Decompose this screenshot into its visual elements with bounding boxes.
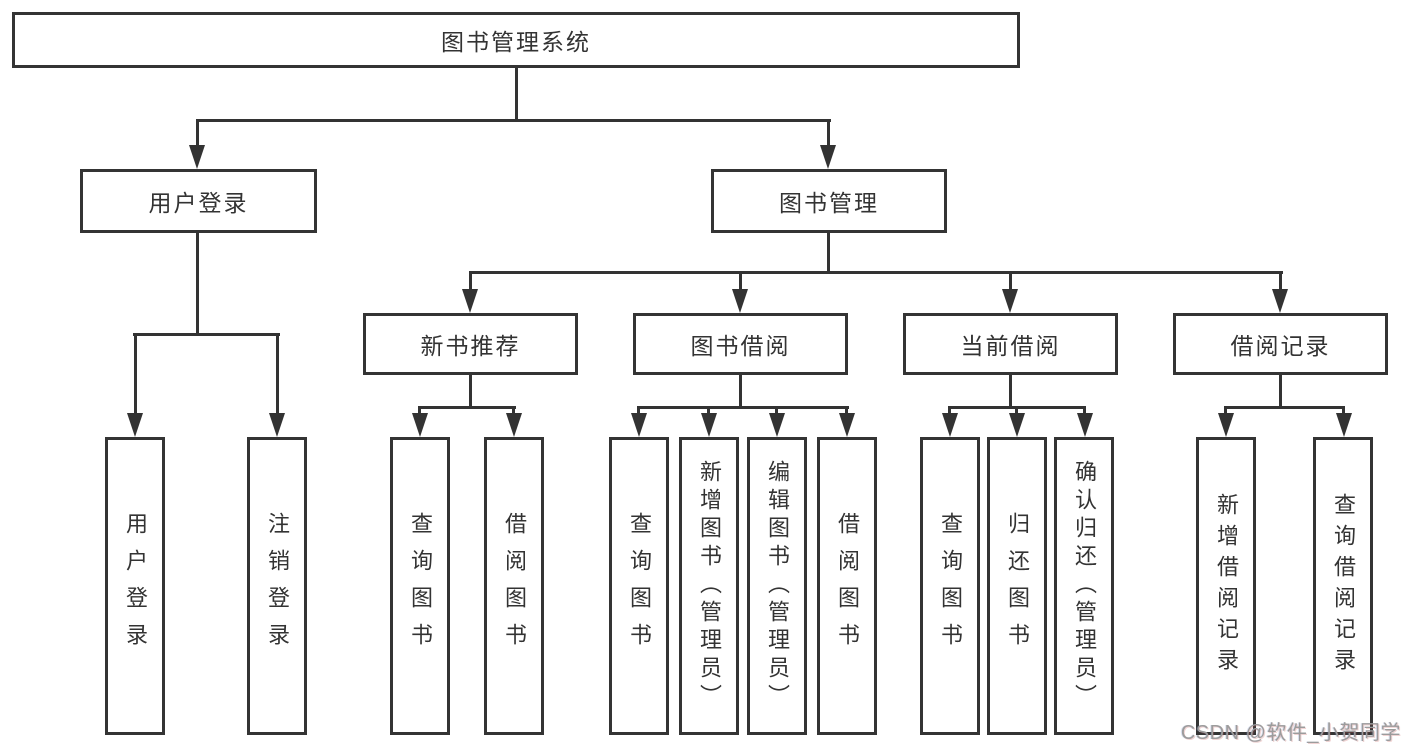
node-library-management-system: 图书管理系统 xyxy=(12,12,1020,68)
leaf-confirm-return-admin: 确认归还（管理员） xyxy=(1054,437,1114,735)
leaf-borrow-books: 借阅图书 xyxy=(817,437,877,735)
node-current-borrowing: 当前借阅 xyxy=(903,313,1118,375)
arrow-down-icon xyxy=(462,289,478,313)
arrow-down-icon xyxy=(839,413,855,437)
connector-drop-section xyxy=(1009,271,1012,292)
arrow-down-icon xyxy=(732,289,748,313)
leaf-add-borrow-record: 新增借阅记录 xyxy=(1196,437,1256,735)
leaf-add-books-admin: 新增图书（管理员） xyxy=(679,437,739,735)
arrow-down-icon xyxy=(631,413,647,437)
connector-section-stem xyxy=(1279,375,1282,408)
arrow-down-icon xyxy=(269,413,285,437)
leaf-user-login: 用户登录 xyxy=(105,437,165,735)
connector-drop-leaf xyxy=(1342,406,1345,418)
connector-user-login-stem xyxy=(196,233,199,335)
arrow-down-icon xyxy=(769,413,785,437)
connector-root-stem xyxy=(515,68,518,122)
connector-user-login-split xyxy=(133,333,280,336)
connector-drop-leaf xyxy=(637,406,640,418)
connector-section-stem xyxy=(1009,375,1012,408)
node-borrowing-records: 借阅记录 xyxy=(1173,313,1388,375)
connector-section-split xyxy=(1224,406,1345,409)
arrow-down-icon xyxy=(127,413,143,437)
csdn-watermark: CSDN @软件_小贺同学 xyxy=(1180,722,1401,744)
leaf-query-books-recommend: 查询图书 xyxy=(390,437,450,735)
connector-drop-leaf xyxy=(512,406,515,418)
arrow-down-icon xyxy=(1272,289,1288,313)
leaf-query-books-current: 查询图书 xyxy=(920,437,980,735)
connector-section-stem xyxy=(739,375,742,408)
node-new-book-recommendation: 新书推荐 xyxy=(363,313,578,375)
node-book-management: 图书管理 xyxy=(711,169,947,233)
connector-book-management-stem xyxy=(827,233,830,274)
leaf-return-books: 归还图书 xyxy=(987,437,1047,735)
connector-drop-leaf xyxy=(845,406,848,418)
connector-drop-leaf xyxy=(775,406,778,418)
connector-drop-book-management xyxy=(827,119,830,150)
arrow-down-icon xyxy=(820,145,836,169)
leaf-borrow-books-recommend: 借阅图书 xyxy=(484,437,544,735)
connector-drop-leaf xyxy=(1015,406,1018,418)
leaf-edit-books-admin: 编辑图书（管理员） xyxy=(747,437,807,735)
connector-section-stem xyxy=(469,375,472,408)
connector-drop-leaf xyxy=(707,406,710,418)
leaf-query-borrow-record: 查询借阅记录 xyxy=(1313,437,1373,735)
connector-drop-user-login xyxy=(196,119,199,150)
leaf-logout: 注销登录 xyxy=(247,437,307,735)
arrow-down-icon xyxy=(1077,413,1093,437)
connector-drop-leaf xyxy=(1224,406,1227,418)
connector-section-split xyxy=(418,406,516,409)
arrow-down-icon xyxy=(412,413,428,437)
connector-root-split xyxy=(196,119,831,122)
arrow-down-icon xyxy=(1218,413,1234,437)
connector-drop-leaf xyxy=(1083,406,1086,418)
connector-drop-leaf xyxy=(276,333,279,414)
connector-drop-section xyxy=(739,271,742,292)
connector-drop-section xyxy=(469,271,472,292)
connector-drop-leaf xyxy=(948,406,951,418)
arrow-down-icon xyxy=(1336,413,1352,437)
node-book-borrowing: 图书借阅 xyxy=(633,313,848,375)
arrow-down-icon xyxy=(506,413,522,437)
connector-drop-section xyxy=(1279,271,1282,292)
node-user-login: 用户登录 xyxy=(80,169,317,233)
connector-drop-leaf xyxy=(418,406,421,418)
leaf-query-books-borrowing: 查询图书 xyxy=(609,437,669,735)
arrow-down-icon xyxy=(189,145,205,169)
connector-drop-leaf xyxy=(134,333,137,414)
arrow-down-icon xyxy=(1009,413,1025,437)
connector-section-split xyxy=(637,406,849,409)
connector-book-management-split xyxy=(469,271,1283,274)
arrow-down-icon xyxy=(701,413,717,437)
arrow-down-icon xyxy=(1002,289,1018,313)
arrow-down-icon xyxy=(942,413,958,437)
